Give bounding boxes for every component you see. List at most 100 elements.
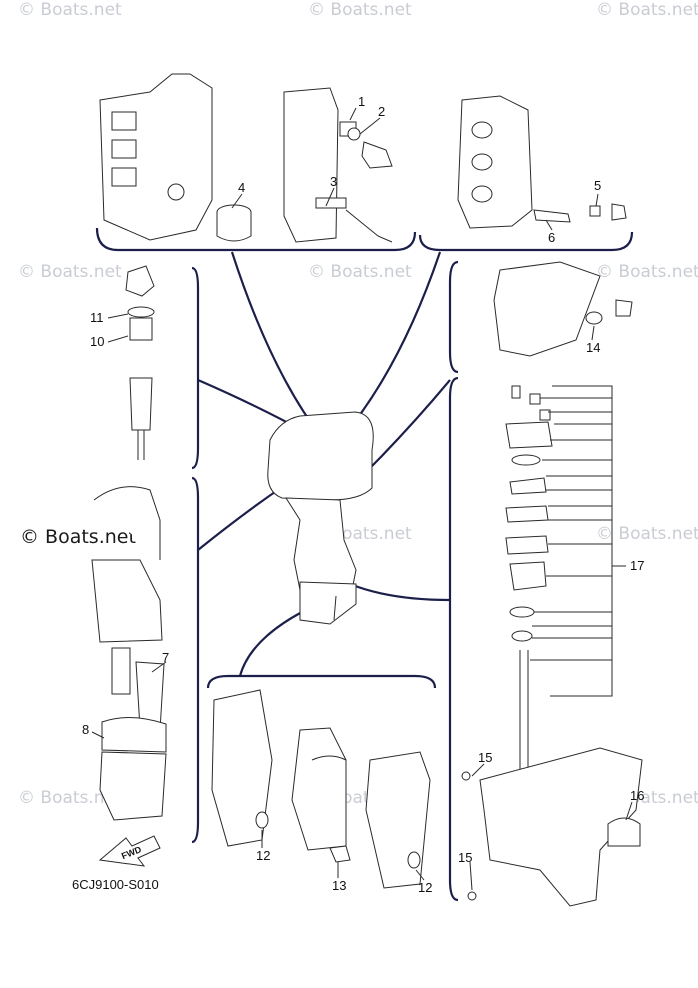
anode-rod [315,197,347,209]
watermark: © Boats.net [596,0,698,20]
leader-to-6 [545,219,553,231]
plug-cap [589,205,601,217]
thermostat-cover [361,141,393,169]
leader-to-5 [595,193,599,207]
combustion-chamber [471,185,493,203]
swivel-bracket [365,751,431,889]
trim-tab-anode [607,817,641,847]
leader-to-14 [591,325,595,341]
bracket-top-right [418,231,634,252]
callout-leaders [91,107,633,891]
watermark: © Boats.net [18,262,122,282]
watermark: © Boats.net [308,0,412,20]
callout-4: 4 [238,180,245,195]
seal [585,311,603,325]
vapor-separator-top [91,559,163,643]
leader-7 [238,611,303,677]
callout-15b: 15 [458,850,472,865]
power-trim-tilt [291,727,347,851]
float-chamber [99,751,167,821]
bolt [539,409,551,421]
leader-to-4 [231,193,243,209]
pump-housing [505,421,553,449]
watermark: © Boats.net [596,262,698,282]
cartridge [509,561,547,591]
motor-skeg [333,595,337,621]
callout-1: 1 [358,94,365,109]
oil-filter-body [216,212,252,242]
callout-17: 17 [630,558,644,573]
callout-10: 10 [90,334,104,349]
motor-cowling [267,411,374,501]
drawing-code: 6CJ9100-S010 [72,877,159,892]
gear-case [479,747,643,907]
callout-14: 14 [586,340,600,355]
leader-to-3 [325,187,335,207]
watermark: © Boats.net [308,262,412,282]
watermark: © Boats.net [18,788,122,808]
o-ring [509,606,535,618]
bolt [511,385,521,399]
leader-to-12b [415,869,425,881]
bolt [345,209,393,243]
leader-1 [230,251,323,439]
callout-13: 13 [332,878,346,893]
impeller [511,454,541,466]
leader-6 [349,582,451,602]
fuel-filter-element [129,377,153,431]
separator-gasket [101,716,167,753]
fuel-connector [125,265,155,297]
anode [255,811,269,829]
watermark-bold: © Boats.net [20,526,136,548]
fuel-hose-loop [93,486,161,560]
exhaust-cover [283,87,339,243]
cylinder-head [457,95,533,229]
watermark: © Boats.net [18,0,122,20]
callout-3: 3 [330,174,337,189]
callout-12b: 12 [418,880,432,895]
watermark: © Boats.net [596,524,698,544]
bracket-right-lower [448,376,459,902]
callout-numbers: 1 2 3 4 5 6 7 8 10 11 12 12 13 14 15 15 … [82,94,644,895]
leader-to-7 [151,661,167,673]
bracket-left-upper [191,266,200,470]
leader-to-1 [349,107,357,121]
gasket [505,505,549,523]
callout-15a: 15 [478,750,492,765]
combustion-chamber [471,153,493,171]
outboard-motor [267,411,374,625]
block-boss [167,183,185,201]
fitting [615,299,633,317]
block-port [111,139,137,159]
combustion-chamber [471,121,493,139]
gasket-ring [347,127,361,141]
screw [461,771,471,781]
callout-17-bracket [530,385,626,697]
block-port [111,167,137,187]
spark-plug [533,209,571,223]
fwd-arrow [98,835,161,867]
callout-2: 2 [378,104,385,119]
leader-to-15a [471,763,485,777]
motor-lower-unit [299,581,357,625]
oil-pan [493,261,601,357]
bracket-right-upper [448,260,459,374]
plate [509,477,547,495]
anode [329,845,351,863]
callout-11: 11 [90,310,104,325]
leader-to-2 [359,117,381,135]
bracket-bottom [206,674,437,689]
leader-to-16 [625,801,633,821]
trim-motor [311,755,347,761]
fuel-hose [137,430,145,460]
callout-5: 5 [594,178,601,193]
seal [511,630,533,642]
leader-to-15b [469,861,473,891]
filter-cap [129,317,153,341]
leader-17 [530,397,626,697]
block-port [111,111,137,131]
bracket-left-lower [191,476,200,844]
callout-6: 6 [548,230,555,245]
